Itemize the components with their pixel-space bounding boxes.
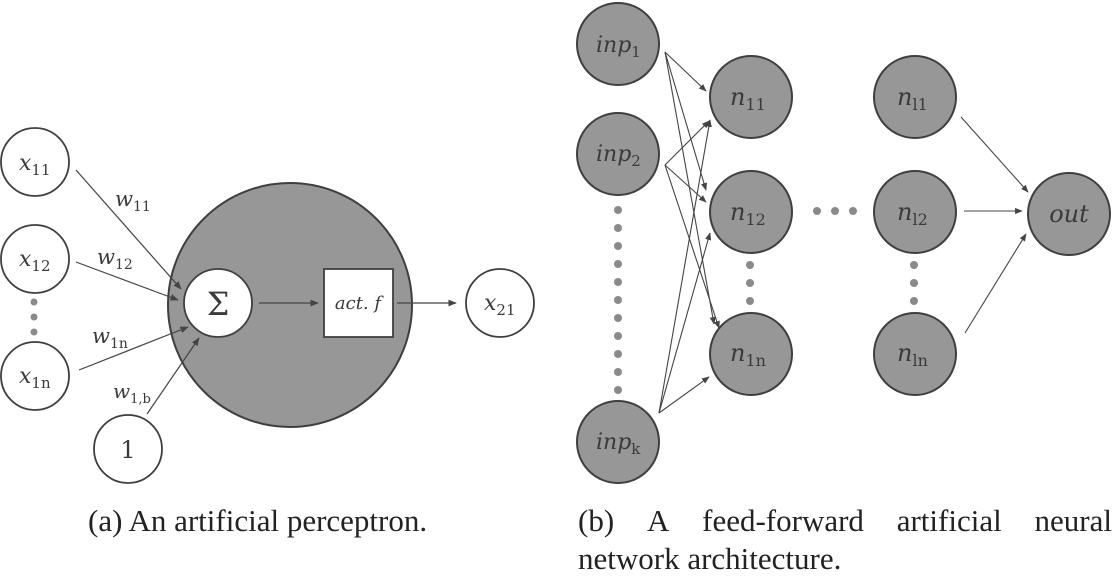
caption-perceptron: (a) An artificial perceptron. <box>88 503 428 538</box>
caption-network-line1: (b) A feed-forward artificial neural <box>578 502 1112 540</box>
hidden-node-n12: n12 <box>709 170 793 254</box>
input-node-x1n: x1n <box>0 341 70 411</box>
output-node-out: out <box>1027 172 1111 256</box>
caption-word: (b) <box>578 503 615 538</box>
svg-text:x12: x12 <box>19 247 51 275</box>
hidden-node-n11: n11 <box>709 55 793 139</box>
layers-ellipsis-dots <box>813 207 857 215</box>
layerl-ellipsis-dots <box>910 261 918 305</box>
caption-word: A <box>646 503 670 538</box>
svg-text:x11: x11 <box>19 151 51 179</box>
edge-x12-sum <box>75 261 179 301</box>
svg-text:inpk: inpk <box>596 430 641 458</box>
caption-word: neural <box>1034 503 1112 538</box>
edge-bias-sum <box>146 337 200 415</box>
weight-label-w11: w11 <box>115 187 151 215</box>
perceptron-panel: x11 x12 x1n 1 w11 w12 w1n w1,b Σ <box>0 127 535 484</box>
svg-text:out: out <box>1049 200 1089 228</box>
ellipsis-dots <box>30 298 38 336</box>
input-node-inp2: inp2 <box>576 112 660 196</box>
edge-x11-sum <box>75 169 182 290</box>
perceptron-body <box>167 182 413 428</box>
svg-text:Σ: Σ <box>207 285 230 323</box>
edge-x1n-sum <box>78 326 189 371</box>
weight-label-w12: w12 <box>97 245 133 273</box>
input-node-x11: x11 <box>0 127 70 197</box>
svg-text:x21: x21 <box>484 291 516 319</box>
input-edges <box>658 51 720 414</box>
network-panel: inp1 inp2 inpk n11 n12 n <box>576 2 1111 484</box>
activation-function-box: act. f <box>323 268 394 338</box>
weight-label-w1b: w1,b <box>113 379 151 407</box>
caption-word: artificial <box>896 503 1002 538</box>
svg-text:nl2: nl2 <box>897 198 928 229</box>
caption-network: (b) A feed-forward artificial neural net… <box>578 502 1112 578</box>
input-node-x12: x12 <box>0 224 70 294</box>
input-node-inp1: inp1 <box>576 2 660 86</box>
output-node-x21: x21 <box>465 268 535 338</box>
input-ellipsis-dots <box>614 206 622 394</box>
hidden-node-n1n: n1n <box>709 312 793 396</box>
edge-nl1-out <box>960 116 1029 193</box>
bias-node: 1 <box>93 414 163 484</box>
svg-text:1: 1 <box>120 436 135 464</box>
layer1-ellipsis-dots <box>746 261 754 305</box>
svg-text:x1n: x1n <box>19 364 51 392</box>
weight-label-w1n: w1n <box>92 324 128 352</box>
svg-text:act. f: act. f <box>335 293 384 314</box>
hidden-node-nl2: nl2 <box>873 170 957 254</box>
svg-text:inp2: inp2 <box>596 142 641 170</box>
hidden-node-nl1: nl1 <box>873 55 957 139</box>
caption-network-line2: network architecture. <box>578 541 842 576</box>
svg-text:nln: nln <box>897 339 928 370</box>
edge-nln-out <box>964 233 1027 334</box>
svg-text:nl1: nl1 <box>897 83 928 114</box>
svg-text:inp1: inp1 <box>596 33 641 61</box>
hidden-node-nln: nln <box>873 312 957 396</box>
svg-text:n11: n11 <box>730 83 766 114</box>
svg-text:n12: n12 <box>730 198 766 229</box>
svg-text:n1n: n1n <box>730 339 766 370</box>
summation-node: Σ <box>183 268 253 338</box>
caption-word: feed-forward <box>702 503 864 538</box>
input-node-inpk: inpk <box>576 400 660 484</box>
